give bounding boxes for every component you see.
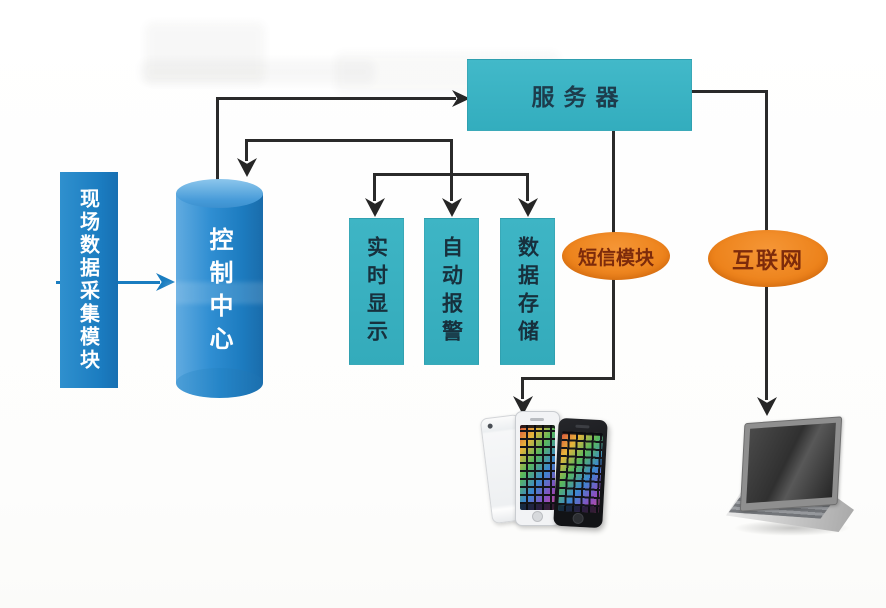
node-auto-alarm: 自动报警 (424, 218, 479, 365)
phone-speaker-icon (530, 418, 544, 421)
node-label: 控制中心 (205, 227, 233, 359)
node-label: 自动报警 (439, 235, 464, 348)
node-internet: 互联网 (708, 230, 828, 287)
node-label: 实时显示 (364, 235, 389, 348)
laptop-screen-icon (739, 416, 843, 512)
cylinder-body (176, 193, 263, 383)
connector-server-to-internet (690, 90, 768, 93)
node-server: 服务器 (467, 59, 692, 131)
watermark-blur (145, 22, 265, 84)
watermark-blur (165, 282, 295, 304)
node-label: 数据存储 (515, 235, 540, 348)
watermark-blur (140, 60, 375, 84)
phone-screen (520, 425, 555, 510)
laptop-display-panel (746, 422, 836, 504)
connector-branch-upper (245, 139, 453, 142)
phone-camera-icon (487, 423, 493, 429)
connector-to-display (373, 173, 376, 201)
node-label: 现场数据采集模块 (76, 188, 101, 372)
connector-sms-to-phones (521, 377, 524, 399)
connector-to-control (245, 139, 248, 161)
connector-sms-to-phones (521, 377, 615, 380)
node-label: 服务器 (531, 85, 628, 111)
phone-screen (557, 430, 604, 514)
cylinder-top (176, 179, 263, 208)
smartphone-white-icon (515, 411, 560, 526)
node-label: 互联网 (731, 248, 804, 274)
connector-control-to-server (216, 97, 456, 100)
node-sms-module: 短信模块 (562, 232, 670, 280)
node-realtime-display: 实时显示 (349, 218, 404, 365)
connector-control-to-server (216, 99, 219, 187)
connector-branch-lower (373, 173, 529, 176)
connector-to-alarm (450, 139, 453, 201)
phone-home-button-icon (532, 511, 543, 522)
node-field-data-collection-module: 现场数据采集模块 (60, 172, 118, 388)
node-data-storage: 数据存储 (500, 218, 555, 365)
connector-to-storage (526, 173, 529, 201)
phone-speaker-icon (575, 424, 590, 429)
node-control-center: 控制中心 (176, 218, 263, 368)
smartphone-black-icon (553, 417, 608, 529)
node-label: 短信模块 (577, 246, 654, 269)
phone-home-button-icon (572, 512, 584, 525)
cylinder-bottom (176, 368, 263, 398)
